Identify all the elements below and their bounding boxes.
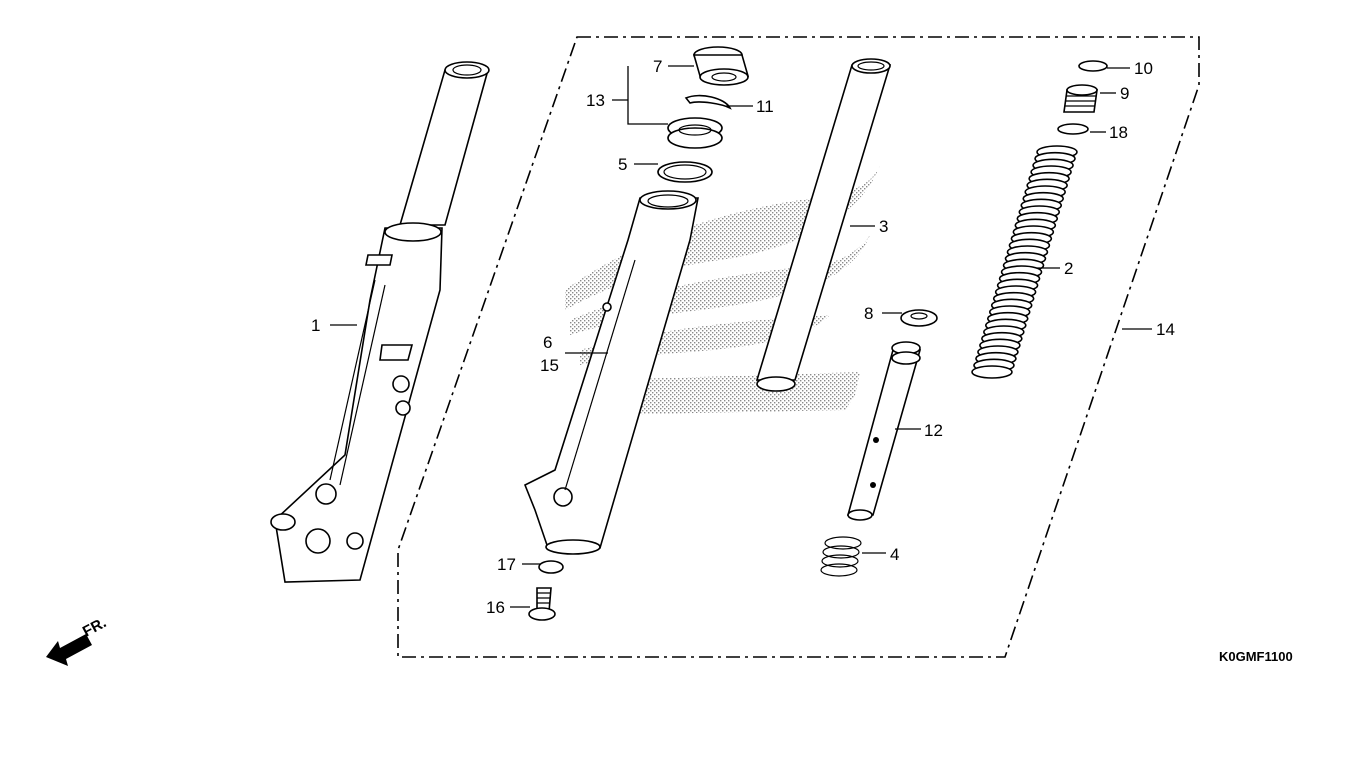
spring-coil (971, 365, 1013, 379)
callout-13: 13 (586, 91, 605, 110)
circlip (684, 94, 732, 110)
callout-3: 3 (879, 217, 888, 236)
fork-spring (971, 145, 1078, 379)
front-direction-arrow: FR. (46, 614, 109, 666)
callout-1: 1 (311, 316, 320, 335)
oil-seal-lower (667, 117, 723, 149)
drawing-code: K0GMF1100 (1219, 649, 1293, 664)
cap-o-ring (1057, 123, 1089, 135)
socket-bolt (528, 587, 556, 621)
washer (900, 309, 938, 327)
callout-6: 6 (543, 333, 552, 352)
callout-11: 11 (756, 97, 774, 116)
callout-9: 9 (1120, 84, 1129, 103)
callout-18: 18 (1109, 123, 1128, 142)
callout-15: 15 (540, 356, 559, 375)
fork-pipe (755, 58, 892, 392)
oil-seal-top (692, 46, 750, 86)
callout-4: 4 (890, 545, 899, 564)
fork-slider (523, 190, 699, 555)
callout-12: 12 (924, 421, 943, 440)
callout-5: 5 (618, 155, 627, 174)
callout-2: 2 (1064, 259, 1073, 278)
callout-14: 14 (1156, 320, 1175, 339)
stopper-ring (1078, 60, 1108, 72)
callout-8: 8 (864, 304, 873, 323)
callout-10: 10 (1134, 59, 1153, 78)
callout-7: 7 (653, 57, 662, 76)
fork-bolt-cap (1063, 84, 1098, 113)
assembly-boundary (397, 36, 1200, 658)
rebound-spring (820, 536, 862, 577)
leader-lines (330, 65, 1152, 608)
callout-16: 16 (486, 598, 505, 617)
fork-leg-assembly (270, 61, 490, 583)
callout-labels: 1 2 3 4 5 6 7 8 9 10 11 12 13 14 15 16 1… (311, 57, 1175, 617)
callout-17: 17 (497, 555, 516, 574)
damper-rod (846, 341, 922, 521)
sealing-washer (538, 560, 564, 574)
